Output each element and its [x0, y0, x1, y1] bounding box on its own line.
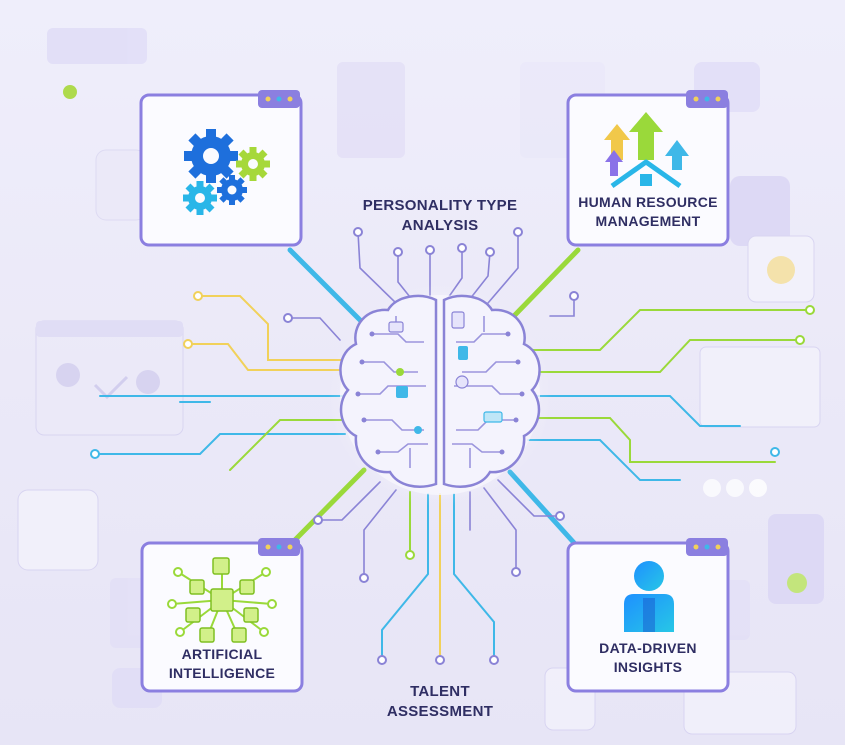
center-label: PERSONALITY TYPE ANALYSIS	[362, 197, 518, 234]
brain-icon	[328, 283, 552, 507]
card-data	[566, 538, 730, 693]
card-ai-label: ARTIFICIAL INTELLIGENCE	[168, 646, 276, 681]
card-automation	[139, 90, 303, 247]
person-icon	[624, 561, 674, 632]
card-data-label: DATA-DRIVEN INSIGHTS	[599, 640, 697, 675]
background-decorations	[17, 28, 824, 735]
card-hr	[566, 90, 730, 247]
connectors	[90, 227, 815, 665]
bottom-label: TALENT ASSESSMENT	[386, 683, 494, 720]
network-cubes-icon	[167, 557, 277, 643]
growth-arrows-house-icon	[604, 112, 689, 189]
card-hr-label: HUMAN RESOURCE MANAGEMENT	[578, 194, 718, 229]
card-ai	[140, 538, 304, 693]
